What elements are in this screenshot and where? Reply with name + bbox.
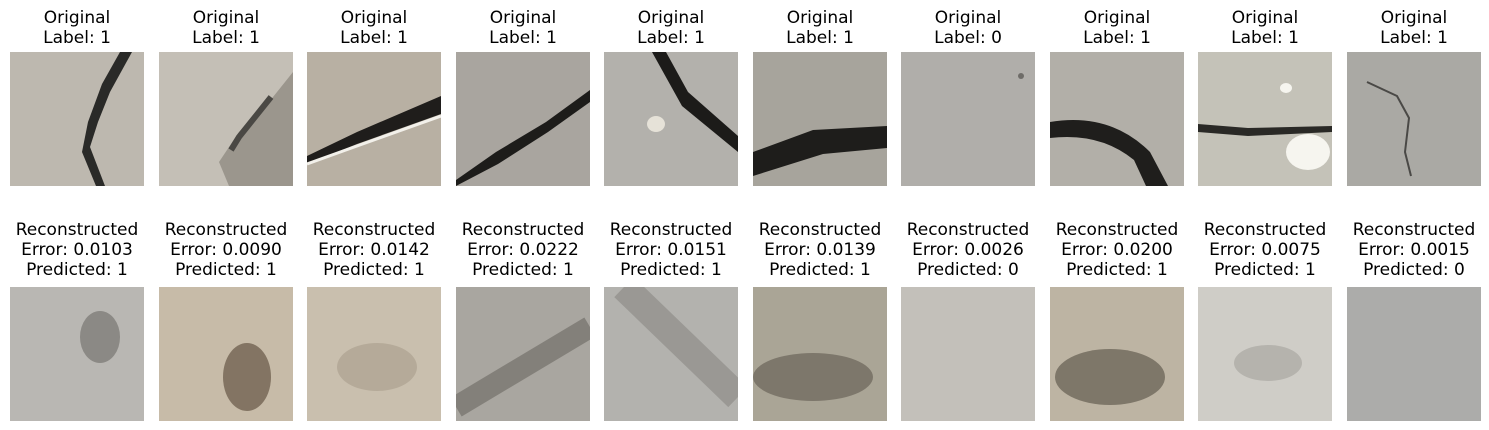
title-line: Reconstructed [461, 220, 585, 240]
title-line: Original [43, 8, 111, 28]
error-line: Error: 0.0015 [1358, 240, 1470, 260]
original-title: Original Label: 1 [733, 8, 907, 48]
label-line: Label: 1 [340, 28, 408, 48]
prediction-line: Predicted: 1 [1214, 260, 1316, 280]
title-line: Reconstructed [1352, 220, 1476, 240]
original-image [604, 52, 738, 186]
reconstructed-title: Reconstructed Error: 0.0139 Predicted: 1 [733, 220, 907, 280]
title-line: Original [786, 8, 854, 28]
title-line: Original [934, 8, 1002, 28]
title-line: Original [1380, 8, 1448, 28]
title-line: Original [192, 8, 260, 28]
prediction-line: Predicted: 1 [1066, 260, 1168, 280]
original-image [159, 52, 293, 186]
error-line: Error: 0.0090 [170, 240, 282, 260]
reconstructed-title: Reconstructed Error: 0.0075 Predicted: 1 [1178, 220, 1352, 280]
reconstructed-image [159, 287, 293, 421]
label-line: Label: 1 [43, 28, 111, 48]
title-line: Original [637, 8, 705, 28]
label-line: Label: 1 [1083, 28, 1151, 48]
title-line: Reconstructed [758, 220, 882, 240]
title-line: Reconstructed [1203, 220, 1327, 240]
prediction-line: Predicted: 1 [323, 260, 425, 280]
title-line: Reconstructed [164, 220, 288, 240]
title-line: Original [340, 8, 408, 28]
reconstructed-image [1050, 287, 1184, 421]
reconstructed-image [1198, 287, 1332, 421]
original-image [1347, 52, 1481, 186]
prediction-line: Predicted: 1 [769, 260, 871, 280]
reconstructed-title: Reconstructed Error: 0.0026 Predicted: 0 [881, 220, 1055, 280]
label-line: Label: 1 [1380, 28, 1448, 48]
original-image [307, 52, 441, 186]
original-title: Original Label: 0 [881, 8, 1055, 48]
reconstructed-image [901, 287, 1035, 421]
reconstructed-title: Reconstructed Error: 0.0142 Predicted: 1 [287, 220, 461, 280]
reconstructed-title: Reconstructed Error: 0.0103 Predicted: 1 [0, 220, 164, 280]
error-line: Error: 0.0139 [764, 240, 876, 260]
label-line: Label: 1 [637, 28, 705, 48]
prediction-line: Predicted: 1 [175, 260, 277, 280]
reconstructed-title: Reconstructed Error: 0.0200 Predicted: 1 [1030, 220, 1204, 280]
error-line: Error: 0.0026 [912, 240, 1024, 260]
reconstructed-title: Reconstructed Error: 0.0151 Predicted: 1 [584, 220, 758, 280]
title-line: Original [1083, 8, 1151, 28]
original-title: Original Label: 1 [1030, 8, 1204, 48]
original-image [1198, 52, 1332, 186]
title-line: Original [1231, 8, 1299, 28]
original-image [753, 52, 887, 186]
title-line: Original [489, 8, 557, 28]
original-image [456, 52, 590, 186]
prediction-line: Predicted: 1 [26, 260, 128, 280]
title-line: Reconstructed [312, 220, 436, 240]
title-line: Reconstructed [906, 220, 1030, 240]
reconstructed-image [604, 287, 738, 421]
original-title: Original Label: 1 [287, 8, 461, 48]
reconstructed-title: Reconstructed Error: 0.0090 Predicted: 1 [139, 220, 313, 280]
original-image [10, 52, 144, 186]
error-line: Error: 0.0103 [21, 240, 133, 260]
label-line: Label: 0 [934, 28, 1002, 48]
error-line: Error: 0.0142 [318, 240, 430, 260]
label-line: Label: 1 [192, 28, 260, 48]
error-line: Error: 0.0200 [1061, 240, 1173, 260]
title-line: Reconstructed [609, 220, 733, 240]
label-line: Label: 1 [1231, 28, 1299, 48]
original-image [1050, 52, 1184, 186]
reconstructed-image [753, 287, 887, 421]
original-title: Original Label: 1 [1178, 8, 1352, 48]
reconstructed-image [307, 287, 441, 421]
error-line: Error: 0.0075 [1209, 240, 1321, 260]
error-line: Error: 0.0151 [615, 240, 727, 260]
reconstructed-title: Reconstructed Error: 0.0222 Predicted: 1 [436, 220, 610, 280]
original-title: Original Label: 1 [0, 8, 164, 48]
prediction-line: Predicted: 1 [472, 260, 574, 280]
reconstructed-image [1347, 287, 1481, 421]
original-image [901, 52, 1035, 186]
title-line: Reconstructed [1055, 220, 1179, 240]
original-title: Original Label: 1 [436, 8, 610, 48]
label-line: Label: 1 [489, 28, 557, 48]
reconstructed-image [10, 287, 144, 421]
prediction-line: Predicted: 1 [620, 260, 722, 280]
original-title: Original Label: 1 [584, 8, 758, 48]
prediction-line: Predicted: 0 [1363, 260, 1465, 280]
label-line: Label: 1 [786, 28, 854, 48]
reconstructed-title: Reconstructed Error: 0.0015 Predicted: 0 [1327, 220, 1489, 280]
title-line: Reconstructed [15, 220, 139, 240]
original-title: Original Label: 1 [1327, 8, 1489, 48]
prediction-line: Predicted: 0 [917, 260, 1019, 280]
reconstructed-image [456, 287, 590, 421]
error-line: Error: 0.0222 [467, 240, 579, 260]
original-title: Original Label: 1 [139, 8, 313, 48]
